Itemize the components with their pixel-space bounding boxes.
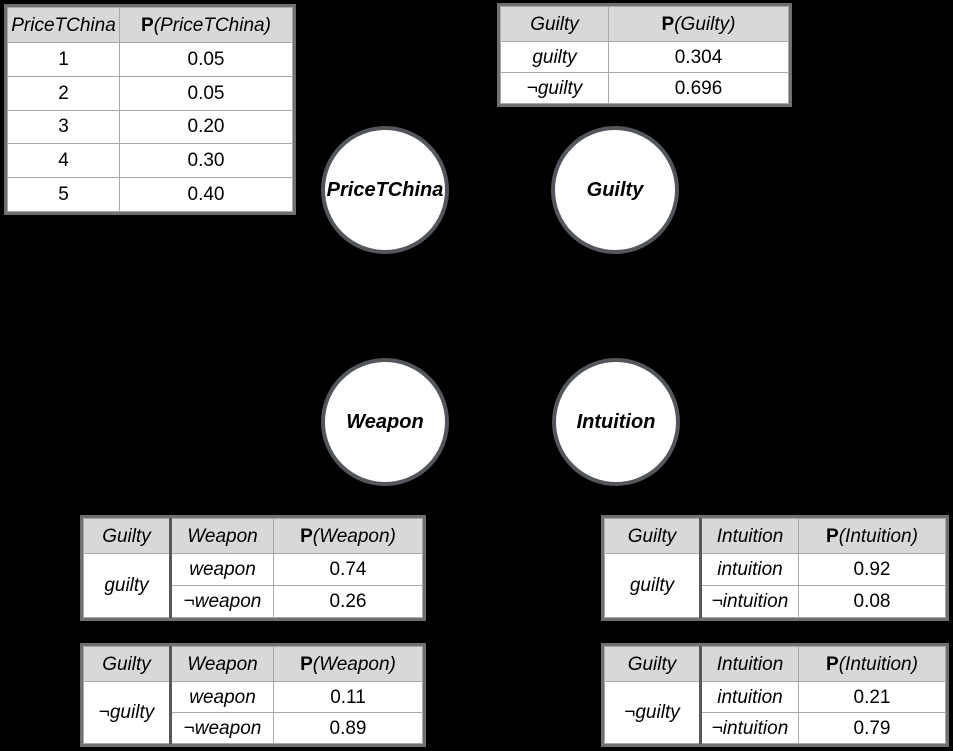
value-cell: ¬weapon bbox=[169, 585, 274, 618]
value-cell: ¬intuition bbox=[699, 585, 799, 618]
table-row: ¬intuition 0.79 bbox=[605, 712, 946, 744]
cpt-intuition-given-notguilty-table: Guilty Intuition P(Intuition) ¬guilty in… bbox=[604, 646, 946, 744]
table-row: 3 0.20 bbox=[7, 109, 293, 145]
prob-cell: 0.696 bbox=[608, 72, 789, 104]
prob-cell: 0.304 bbox=[608, 41, 789, 73]
header-cell-variable: Weapon bbox=[169, 518, 274, 554]
value-cell: weapon bbox=[169, 553, 274, 586]
header-cell-condition: Guilty bbox=[604, 646, 701, 682]
prob-cell: 0.40 bbox=[119, 177, 293, 212]
table-row: ¬weapon 0.89 bbox=[84, 712, 423, 744]
header-cell-variable: PriceTChina bbox=[7, 7, 120, 43]
cpt-intuition-given-guilty-table: Guilty Intuition P(Intuition) guilty int… bbox=[604, 518, 946, 618]
table-header-row: Guilty Weapon P(Weapon) bbox=[83, 518, 423, 554]
value-cell: ¬intuition bbox=[699, 712, 799, 744]
prob-cell: 0.08 bbox=[798, 585, 946, 618]
prob-cell: 0.21 bbox=[798, 681, 946, 713]
table-row: 2 0.05 bbox=[7, 75, 293, 111]
node-weapon: Weapon bbox=[321, 358, 449, 486]
cpt-intuition-given-guilty: Guilty Intuition P(Intuition) guilty int… bbox=[601, 515, 949, 621]
table-row: ¬guilty 0.696 bbox=[500, 72, 789, 104]
condition-cell: ¬guilty bbox=[83, 681, 171, 744]
prob-cell: 0.11 bbox=[273, 681, 423, 713]
value-cell: weapon bbox=[169, 681, 274, 713]
table-row: 1 0.05 bbox=[7, 42, 293, 77]
value-cell: 3 bbox=[7, 109, 120, 145]
table-header-row: Guilty Weapon P(Weapon) bbox=[83, 646, 423, 682]
value-cell: guilty bbox=[500, 41, 609, 73]
header-cell-probability: P(PriceTChina) bbox=[119, 7, 293, 43]
table-row: ¬guilty intuition 0.21 bbox=[604, 681, 946, 744]
table-header-row: Guilty Intuition P(Intuition) bbox=[604, 646, 946, 682]
condition-cell: ¬guilty bbox=[604, 681, 701, 744]
table-header-row: PriceTChina P(PriceTChina) bbox=[7, 7, 293, 43]
prob-cell: 0.79 bbox=[798, 712, 946, 744]
header-cell-probability: P(Weapon) bbox=[273, 518, 423, 554]
header-cell-probability: P(Weapon) bbox=[273, 646, 423, 682]
value-cell: 4 bbox=[7, 143, 120, 179]
value-cell: intuition bbox=[699, 681, 799, 713]
node-guilty: Guilty bbox=[551, 126, 679, 254]
cpt-weapon-given-guilty-table: Guilty Weapon P(Weapon) guilty weapon 0.… bbox=[83, 518, 423, 618]
value-cell: intuition bbox=[699, 553, 799, 586]
cpt-weapon-given-guilty: Guilty Weapon P(Weapon) guilty weapon 0.… bbox=[80, 515, 426, 621]
header-cell-variable: Intuition bbox=[699, 646, 799, 682]
prob-cell: 0.30 bbox=[119, 143, 293, 179]
cpt-weapon-given-notguilty: Guilty Weapon P(Weapon) ¬guilty weapon 0… bbox=[80, 643, 426, 747]
table-row: ¬weapon 0.26 bbox=[84, 585, 423, 618]
table-row: guilty weapon 0.74 bbox=[83, 553, 423, 618]
header-cell-variable: Intuition bbox=[699, 518, 799, 554]
value-cell: ¬guilty bbox=[500, 72, 609, 104]
node-intuition-label: Intuition bbox=[576, 410, 656, 433]
prob-cell: 0.89 bbox=[273, 712, 423, 744]
table-row: guilty intuition 0.92 bbox=[604, 553, 946, 618]
value-cell: 5 bbox=[7, 177, 120, 212]
cpt-pricetchina: PriceTChina P(PriceTChina) 1 0.05 2 0.05… bbox=[4, 4, 296, 215]
header-cell-probability: P(Intuition) bbox=[798, 518, 946, 554]
table-row: ¬intuition 0.08 bbox=[605, 585, 946, 618]
header-cell-variable: Guilty bbox=[500, 6, 609, 42]
cpt-pricetchina-table: PriceTChina P(PriceTChina) 1 0.05 2 0.05… bbox=[7, 7, 293, 212]
cpt-guilty: Guilty P(Guilty) guilty 0.304 ¬guilty 0.… bbox=[497, 3, 792, 107]
cpt-intuition-given-notguilty: Guilty Intuition P(Intuition) ¬guilty in… bbox=[601, 643, 949, 747]
table-row: 4 0.30 bbox=[7, 143, 293, 179]
node-guilty-label: Guilty bbox=[586, 178, 644, 201]
node-weapon-label: Weapon bbox=[346, 410, 424, 433]
header-cell-condition: Guilty bbox=[83, 518, 171, 554]
header-cell-condition: Guilty bbox=[604, 518, 701, 554]
value-cell: 2 bbox=[7, 75, 120, 111]
cpt-guilty-table: Guilty P(Guilty) guilty 0.304 ¬guilty 0.… bbox=[500, 6, 789, 104]
value-cell: 1 bbox=[7, 42, 120, 77]
prob-cell: 0.05 bbox=[119, 42, 293, 77]
prob-cell: 0.74 bbox=[273, 553, 423, 586]
table-row: 5 0.40 bbox=[7, 177, 293, 212]
node-intuition: Intuition bbox=[552, 358, 680, 486]
table-row: ¬guilty weapon 0.11 bbox=[83, 681, 423, 744]
table-header-row: Guilty Intuition P(Intuition) bbox=[604, 518, 946, 554]
value-cell: ¬weapon bbox=[169, 712, 274, 744]
node-pricetchina-label: PriceTChina bbox=[326, 178, 444, 201]
condition-cell: guilty bbox=[83, 553, 171, 618]
cpt-weapon-given-notguilty-table: Guilty Weapon P(Weapon) ¬guilty weapon 0… bbox=[83, 646, 423, 744]
prob-cell: 0.20 bbox=[119, 109, 293, 145]
condition-cell: guilty bbox=[604, 553, 701, 618]
header-cell-probability: P(Guilty) bbox=[608, 6, 789, 42]
node-pricetchina: PriceTChina bbox=[321, 126, 449, 254]
table-row: guilty 0.304 bbox=[500, 41, 789, 73]
header-cell-probability: P(Intuition) bbox=[798, 646, 946, 682]
prob-cell: 0.26 bbox=[273, 585, 423, 618]
table-header-row: Guilty P(Guilty) bbox=[500, 6, 789, 42]
header-cell-condition: Guilty bbox=[83, 646, 171, 682]
header-cell-variable: Weapon bbox=[169, 646, 274, 682]
prob-cell: 0.05 bbox=[119, 75, 293, 111]
prob-cell: 0.92 bbox=[798, 553, 946, 586]
